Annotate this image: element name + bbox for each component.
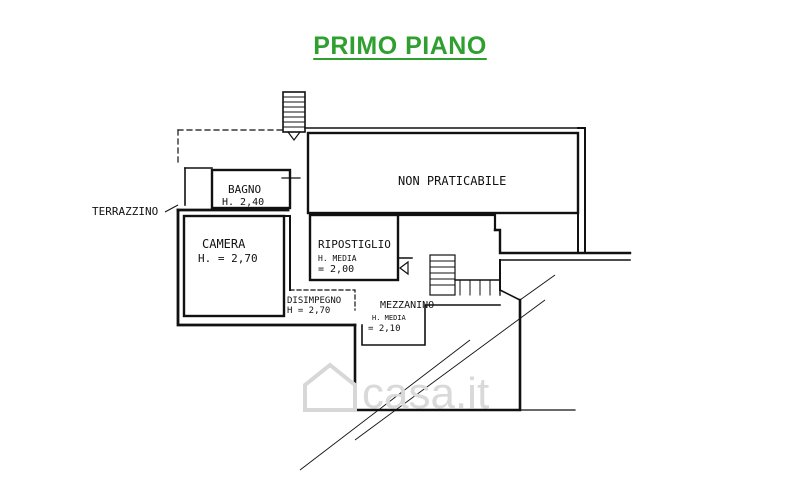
label-disimpegno-height: H = 2,70 <box>287 306 330 316</box>
label-mezzanino-height-title: H. MEDIA <box>372 314 407 322</box>
label-camera-height: H. = 2,70 <box>198 252 258 265</box>
label-bagno-height: H. 2,40 <box>222 197 264 208</box>
label-disimpegno: DISIMPEGNO <box>287 296 341 306</box>
label-ripostiglio-height-title: H. MEDIA <box>318 254 357 263</box>
label-bagno: BAGNO <box>228 183 261 196</box>
label-ripostiglio-height: = 2,00 <box>318 264 354 275</box>
watermark: casa.it <box>303 362 489 418</box>
label-mezzanino-height: = 2,10 <box>368 324 401 334</box>
label-ripostiglio: RIPOSTIGLIO <box>318 238 391 251</box>
label-mezzanino: MEZZANINO <box>380 300 434 311</box>
label-non-praticabile: NON PRATICABILE <box>398 174 506 188</box>
label-terrazzino: TERRAZZINO <box>92 205 158 218</box>
label-camera: CAMERA <box>202 237 246 251</box>
svg-text:casa.it: casa.it <box>362 369 489 418</box>
page-title: PRIMO PIANO <box>313 32 487 60</box>
top-stair <box>282 91 306 141</box>
